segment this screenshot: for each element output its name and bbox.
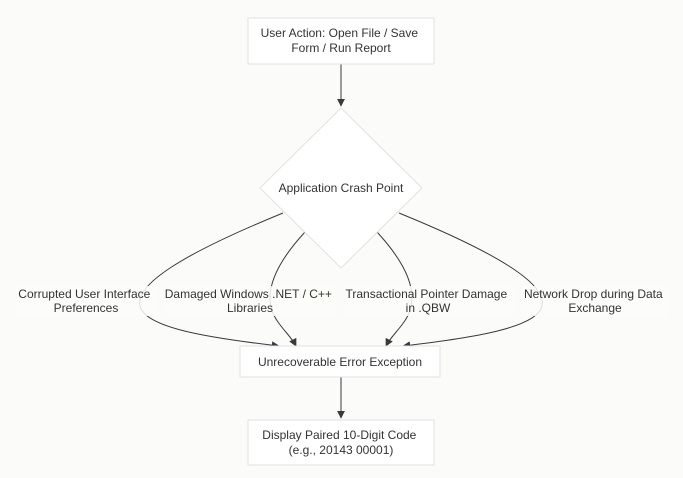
node-crash-point-decision: Application Crash Point — [259, 107, 423, 269]
svg-text:Corrupted User Interface: Corrupted User Interface Preferences — [18, 287, 153, 315]
edge-crash-to-error-damaged-net — [269, 231, 306, 347]
node-crash-point-label: Application Crash Point — [279, 181, 404, 195]
edge-label-line: in .QBW — [406, 301, 451, 315]
svg-text:Application Crash Point: Application Crash Point — [279, 181, 404, 195]
edge-crash-to-error-pointer-damage — [376, 231, 413, 347]
node-user-action-line: User Action: Open File / Save — [261, 26, 419, 40]
svg-text:Transactional Pointer Damage: Transactional Pointer Damage in .QBW — [346, 287, 511, 315]
edge-label-network-drop: Network Drop during Data Exchange — [521, 286, 669, 316]
node-display-code-line: Display Paired 10-Digit Code — [262, 428, 416, 442]
svg-text:Display Paired 10-Digit Code: Display Paired 10-Digit Code (e.g., 2014… — [262, 428, 419, 457]
edge-label-line: Libraries — [227, 301, 273, 315]
svg-text:Damaged Windows .NET / C++: Damaged Windows .NET / C++ Libraries — [165, 287, 336, 315]
svg-text:Network Drop during Data: Network Drop during Data Exchange — [524, 287, 666, 315]
node-user-action: User Action: Open File / Save Form / Run… — [247, 17, 435, 65]
svg-text:Unrecoverable Error Exception: Unrecoverable Error Exception — [258, 355, 422, 369]
node-user-action-line: Form / Run Report — [291, 41, 391, 55]
node-display-code-line: (e.g., 20143 00001) — [289, 443, 394, 457]
node-display-code: Display Paired 10-Digit Code (e.g., 2014… — [247, 419, 435, 466]
node-unrecoverable-error-label: Unrecoverable Error Exception — [258, 355, 422, 369]
edge-crash-to-error-corrupted-ui — [139, 212, 284, 350]
edge-label-line: Damaged Windows .NET / C++ — [165, 287, 332, 301]
edge-label-line: Network Drop during Data — [524, 287, 663, 301]
node-unrecoverable-error: Unrecoverable Error Exception — [239, 345, 441, 378]
edge-crash-to-error-network-drop — [398, 212, 543, 350]
edge-label-pointer-damage: Transactional Pointer Damage in .QBW — [344, 286, 514, 316]
edge-label-damaged-net: Damaged Windows .NET / C++ Libraries — [165, 286, 336, 316]
edge-label-line: Corrupted User Interface — [18, 287, 150, 301]
edge-label-line: Preferences — [54, 301, 119, 315]
svg-text:User Action: Open File / Save: User Action: Open File / Save Form / Run… — [261, 26, 422, 55]
edge-label-corrupted-ui: Corrupted User Interface Preferences — [16, 286, 158, 316]
edge-label-line: Exchange — [568, 301, 622, 315]
edge-label-line: Transactional Pointer Damage — [346, 287, 508, 301]
